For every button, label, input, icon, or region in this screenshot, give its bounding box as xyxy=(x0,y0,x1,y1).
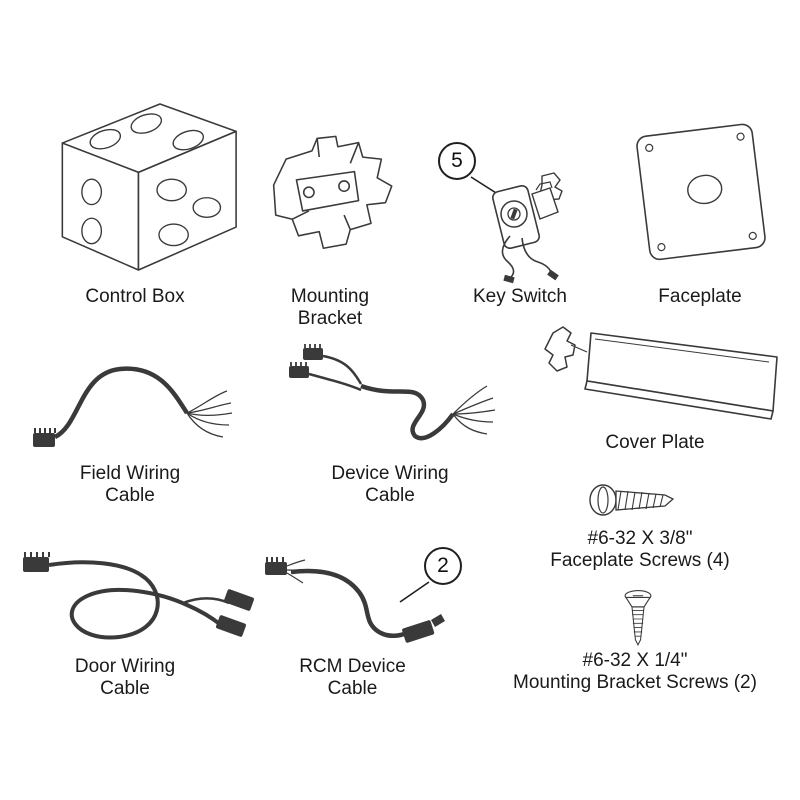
key-switch-illustration xyxy=(470,170,585,285)
mounting-bracket-screw-illustration xyxy=(616,588,660,650)
cover-plate-illustration xyxy=(525,315,785,440)
mounting-bracket-screws-name: Mounting Bracket Screws (2) xyxy=(513,672,757,693)
mounting-bracket-label-line2: Bracket xyxy=(297,308,363,329)
faceplate-screw-illustration xyxy=(585,472,680,527)
mounting-bracket-screws-spec: #6-32 X 1/4" xyxy=(582,650,688,671)
faceplate-screws-label: #6-32 X 3/8" Faceplate Screws (4) xyxy=(480,528,800,572)
rcm-device-cable-label: RCM Device Cable xyxy=(260,656,445,700)
door-wiring-cable-label: Door Wiring Cable xyxy=(15,656,235,700)
device-wiring-cable-label-line2: Cable xyxy=(365,485,415,506)
faceplate-illustration xyxy=(625,112,775,272)
device-wiring-cable-illustration xyxy=(275,340,505,460)
mounting-bracket-label-line1: Mounting xyxy=(290,286,370,307)
faceplate-label: Faceplate xyxy=(658,286,742,307)
field-wiring-cable-illustration xyxy=(25,355,235,465)
faceplate-screws-spec: #6-32 X 3/8" xyxy=(587,528,693,549)
device-wiring-cable-label-line1: Device Wiring xyxy=(331,463,449,484)
rcm-device-cable-leader-line xyxy=(399,581,430,603)
door-wiring-cable-label-line2: Cable xyxy=(100,678,150,699)
faceplate-screws-name: Faceplate Screws (4) xyxy=(550,550,730,571)
rcm-device-cable-label-line1: RCM Device xyxy=(299,656,406,677)
rcm-device-cable-label-line2: Cable xyxy=(327,678,378,699)
rcm-device-cable-callout: 2 xyxy=(424,547,462,585)
cover-plate-label: Cover Plate xyxy=(605,432,705,453)
field-wiring-cable-label-line1: Field Wiring xyxy=(79,463,181,484)
key-switch-label: Key Switch xyxy=(473,286,567,307)
rcm-device-cable-illustration xyxy=(255,552,455,657)
door-wiring-cable-illustration xyxy=(15,545,265,660)
key-switch-callout: 5 xyxy=(438,142,476,180)
door-wiring-cable-label-line1: Door Wiring xyxy=(74,656,176,677)
control-box-illustration xyxy=(35,90,240,285)
mounting-bracket-illustration xyxy=(255,128,400,268)
mounting-bracket-label: Mounting Bracket xyxy=(255,286,405,330)
mounting-bracket-screws-label: #6-32 X 1/4" Mounting Bracket Screws (2) xyxy=(470,650,800,694)
device-wiring-cable-label: Device Wiring Cable xyxy=(280,463,500,507)
control-box-label: Control Box xyxy=(85,286,185,307)
field-wiring-cable-label-line2: Cable xyxy=(105,485,155,506)
field-wiring-cable-label: Field Wiring Cable xyxy=(25,463,235,507)
